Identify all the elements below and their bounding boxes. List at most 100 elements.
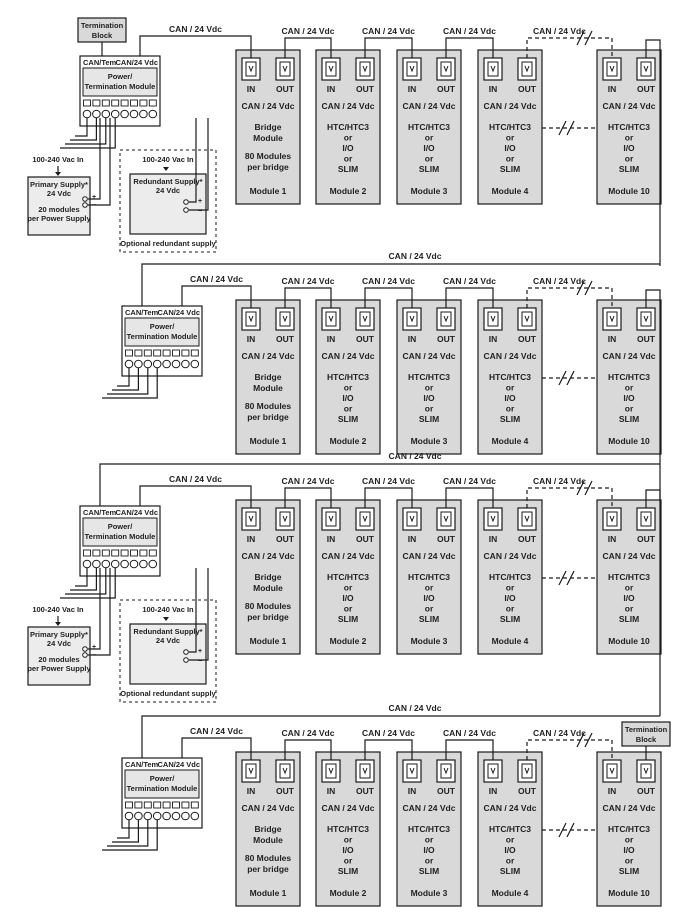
port-label: OUT: [356, 84, 375, 94]
in-port: IN: [241, 307, 261, 344]
module-type-line: I/O: [623, 143, 635, 153]
terminal-screw: [181, 349, 190, 357]
module-type-line: HTC/HTC3: [408, 572, 450, 582]
can-bus-link: [364, 739, 413, 760]
can-bus-link-dashed: [526, 37, 613, 58]
power-wire: [189, 568, 209, 661]
supply-body: [129, 173, 207, 235]
port-label: IN: [327, 534, 336, 544]
module-can-label: CAN / 24 Vdc: [322, 351, 375, 361]
port-socket: [521, 61, 533, 77]
module-type-line: I/O: [423, 393, 435, 403]
can-bus-return: [645, 289, 661, 516]
module-name: Module 4: [492, 186, 529, 196]
port-label: IN: [489, 84, 498, 94]
module-type-line: Module: [253, 583, 283, 593]
break-icon: [576, 732, 593, 748]
module-type-line: HTC/HTC3: [327, 372, 369, 382]
port-pin-icon: [443, 315, 449, 323]
terminal-contact: [139, 109, 148, 119]
module-type-line: HTC/HTC3: [489, 122, 531, 132]
port-socket: [279, 763, 291, 779]
terminal-contact: [171, 359, 181, 369]
break-slash: [566, 120, 575, 136]
can-bus-label: CAN / 24 Vdc: [389, 703, 442, 713]
module-type-line: HTC/HTC3: [327, 824, 369, 834]
port-socket: [521, 311, 533, 327]
module-type-line: I/O: [504, 845, 516, 855]
out-port: OUT: [517, 307, 537, 344]
port-socket: [606, 311, 618, 327]
module-type-line: SLIM: [338, 866, 358, 876]
module-type-line: or: [506, 133, 515, 143]
terminal-contact: [101, 559, 111, 569]
out-port: OUT: [517, 507, 537, 544]
terminal-contact: [148, 559, 158, 569]
module-type-line: HTC/HTC3: [608, 824, 650, 834]
module-type-line: or: [506, 383, 515, 393]
terminal-screw: [101, 99, 110, 107]
port-label: OUT: [637, 786, 656, 796]
can-bus-label: CAN / 24 Vdc: [443, 276, 496, 286]
terminal-screw: [130, 549, 138, 557]
break-slash: [558, 570, 567, 586]
out-port: OUT: [436, 307, 456, 344]
plus-label: +: [92, 644, 96, 651]
can-bus-label: CAN / 24 Vdc: [282, 728, 335, 738]
module-type-line: SLIM: [500, 164, 520, 174]
module-type-line: HTC/HTC3: [489, 372, 531, 382]
can-bus-link: [181, 737, 252, 760]
can-bus-label: CAN / 24 Vdc: [389, 251, 442, 261]
power-wire: [117, 368, 130, 387]
module-can-label: CAN / 24 Vdc: [242, 551, 295, 561]
arrow-down-icon: [163, 167, 169, 171]
plus-label: +: [198, 648, 202, 655]
power-module-title: Termination Module: [85, 82, 156, 91]
optional-redundant-label: Optional redundant supply: [120, 689, 216, 698]
module-type-line: I/O: [423, 845, 435, 855]
terminal-screw: [190, 801, 199, 809]
port-label: IN: [408, 786, 417, 796]
power-module-body: [82, 67, 158, 97]
port-label: OUT: [437, 84, 456, 94]
module-note-line: per bridge: [247, 864, 289, 874]
out-port: OUT: [275, 307, 295, 344]
terminal-contact: [171, 811, 181, 821]
port-pin-icon: [490, 65, 496, 73]
module-type-line: Module: [253, 835, 283, 845]
port-pin-icon: [524, 515, 530, 523]
supply-body: [27, 176, 91, 236]
module-type-line: I/O: [342, 845, 354, 855]
supply-body: [129, 623, 207, 685]
module-type-line: or: [425, 583, 434, 593]
module-type-line: or: [344, 404, 353, 414]
port-socket: [440, 311, 452, 327]
module-type-line: or: [425, 383, 434, 393]
port-pin-icon: [328, 515, 334, 523]
port-pin-icon: [282, 515, 288, 523]
can-bus-label: CAN / 24 Vdc: [362, 476, 415, 486]
terminal-contact: [82, 196, 88, 202]
arrow-down-icon: [55, 172, 61, 176]
out-port: OUT: [355, 307, 375, 344]
port-pin-icon: [362, 65, 368, 73]
redundant-supply: Redundant Supply*24 Vdc: [129, 173, 207, 235]
module-note-line: per bridge: [247, 612, 289, 622]
port-pin-icon: [490, 315, 496, 323]
terminal-screw: [139, 99, 148, 107]
module-can-label: CAN / 24 Vdc: [484, 551, 537, 561]
power-wire: [65, 118, 107, 145]
power-wire: [102, 820, 158, 851]
can-bus-label: CAN / 24 Vdc: [362, 26, 415, 36]
module-can-label: CAN / 24 Vdc: [403, 551, 456, 561]
terminal-contact: [92, 109, 101, 119]
module-type-line: or: [506, 154, 515, 164]
port-label: IN: [408, 534, 417, 544]
port-pin-icon: [248, 515, 254, 523]
module-can-label: CAN / 24 Vdc: [322, 551, 375, 561]
supply-body: [27, 626, 91, 686]
port-pin-icon: [282, 767, 288, 775]
